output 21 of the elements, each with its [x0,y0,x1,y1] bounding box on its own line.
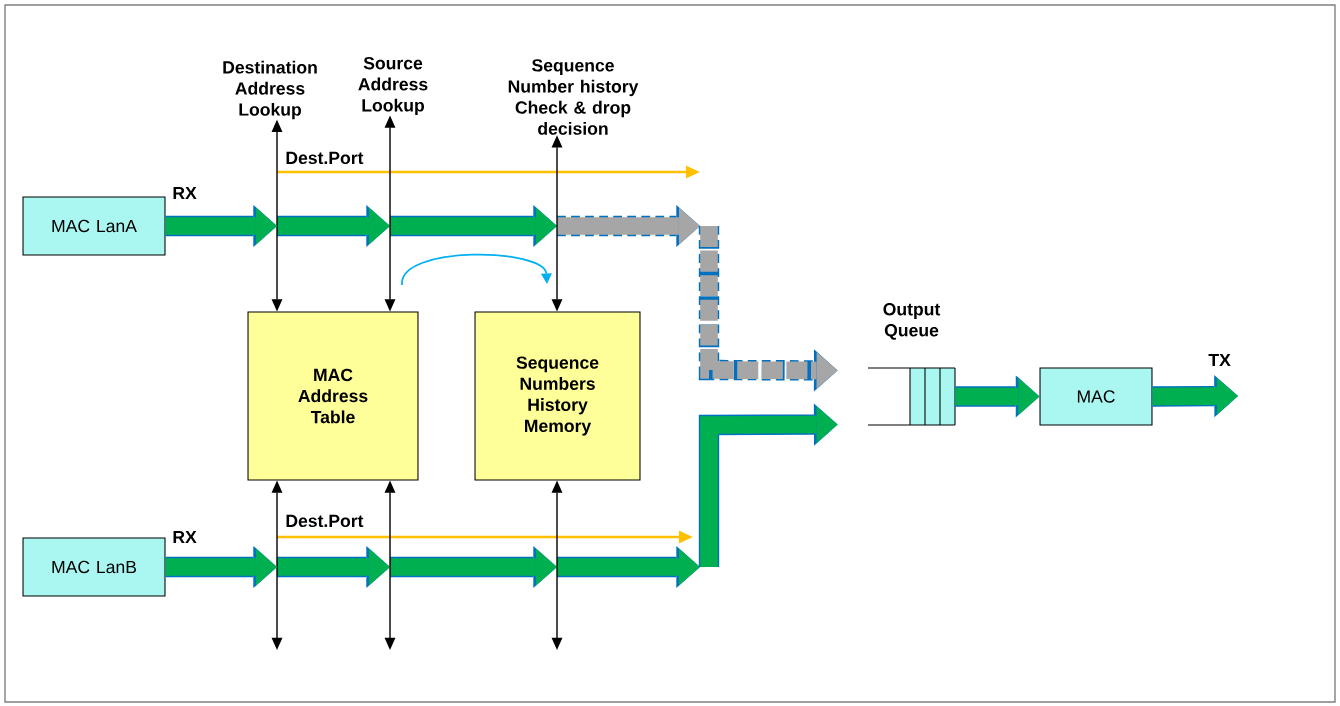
lookup-label: Source Address Lookup [358,56,428,116]
port-label: RX [173,186,197,200]
flow-arrow [955,375,1040,418]
flow-arrow [165,204,277,248]
flow-arrow [698,403,838,567]
signal-label: Dest.Port [286,151,364,165]
process-box: Sequence Numbers History Memory [474,311,641,481]
lookup-label: Destination Address Lookup [223,60,317,120]
flow-arrow [165,545,277,589]
port-label: TX [1208,353,1231,367]
flow-arrow [698,226,838,392]
signal-label: Dest.Port [286,514,364,528]
lookup-label: Sequence Number history Check & drop decision [508,59,639,135]
output-queue: Output Queue [867,303,956,426]
port-label: RX [173,530,197,544]
process-box: MAC Address Table [247,311,419,481]
flow-arrow [1152,375,1238,418]
process-box: MAC [1039,367,1153,426]
process-box: MAC LanB [22,537,166,597]
process-box: MAC LanA [22,196,166,256]
node-label: Output Queue [883,303,941,340]
